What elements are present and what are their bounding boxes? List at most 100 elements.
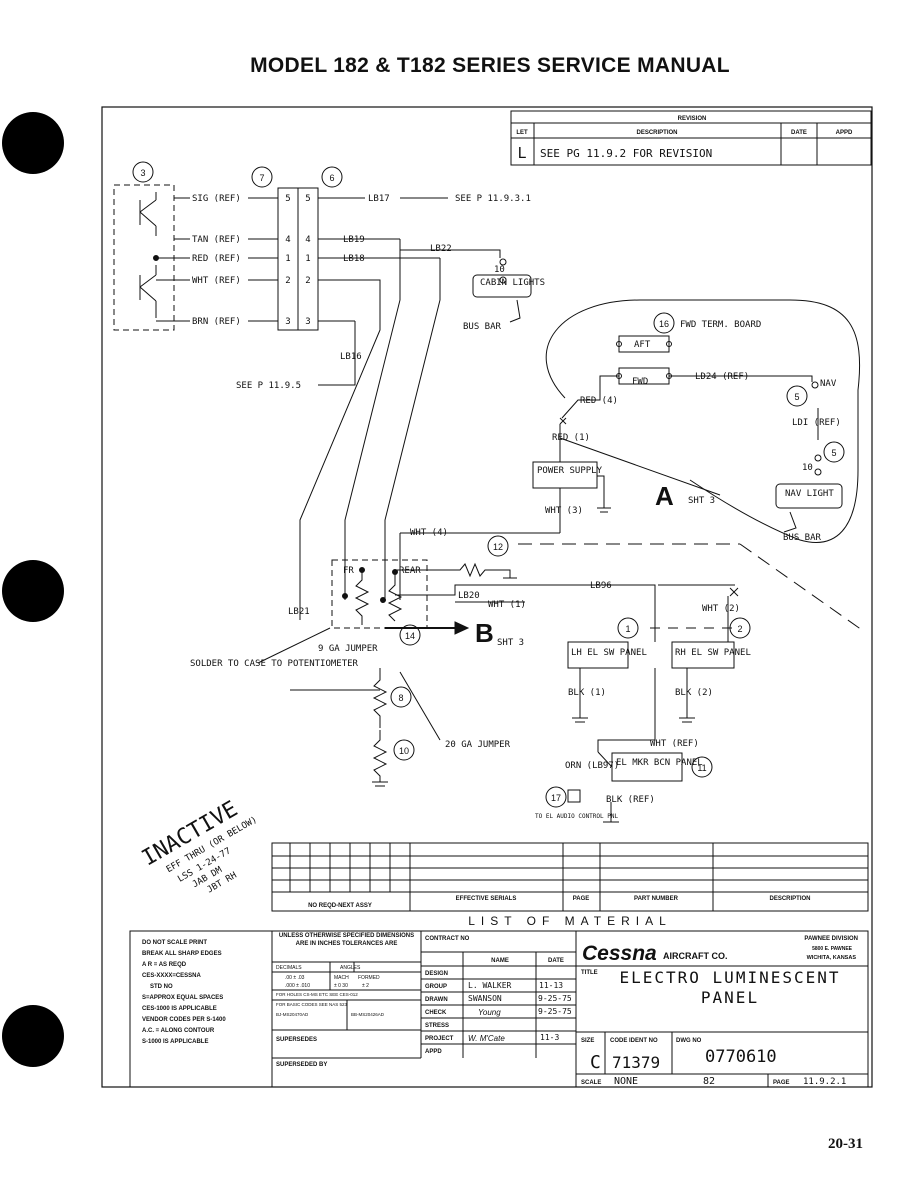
- appr-role-project: PROJECT: [425, 1036, 454, 1042]
- label-lb16: LB16: [340, 352, 362, 362]
- callout-5a: 5: [794, 392, 799, 402]
- lom-col-effective-serials: EFFECTIVE SERIALS: [456, 896, 517, 902]
- division-address: 5800 E. PAWNEE: [812, 946, 853, 952]
- contract-no-label: CONTRACT NO: [425, 936, 470, 942]
- note-1: DO NOT SCALE PRINT: [142, 940, 207, 946]
- tol-d1: .00 ± .03: [285, 975, 305, 981]
- label-wht4: WHT (4): [410, 528, 448, 538]
- size-value: C: [590, 1052, 601, 1073]
- label-bus-bar-2: BUS BAR: [783, 533, 822, 543]
- revision-heading: REVISION: [678, 116, 707, 122]
- pin-1a: 1: [285, 254, 290, 264]
- label-fwd-term-board: FWD TERM. BOARD: [680, 320, 761, 330]
- inactive-stamp: INACTIVE EFF THRU (OR BELOW) LSS 1-24-77…: [138, 797, 259, 896]
- lom-col-no-reqd: NO REQD-NEXT ASSY: [308, 903, 372, 909]
- tol-code1: BJ-MS20470AD: [276, 1012, 309, 1017]
- appr-role-drawn: DRAWN: [425, 997, 448, 1003]
- pin-5b: 5: [305, 194, 310, 204]
- sheet-ref: 82: [703, 1076, 715, 1087]
- lom-col-description: DESCRIPTION: [769, 896, 810, 902]
- pin-3a: 3: [285, 317, 290, 327]
- label-ldi-ref: LDI (REF): [792, 418, 841, 428]
- label-lh-el: LH EL SW PANEL: [571, 648, 647, 658]
- label-lb19: LB19: [343, 235, 365, 245]
- label-wht-ref: WHT (REF): [192, 276, 241, 286]
- callout-2: 2: [737, 624, 742, 634]
- callout-7: 7: [259, 173, 264, 183]
- label-tan-ref: TAN (REF): [192, 235, 241, 245]
- label-red-ref: RED (REF): [192, 254, 241, 264]
- label-cabin-lights: CABIN LIGHTS: [480, 278, 545, 288]
- page-label: PAGE: [773, 1080, 790, 1086]
- callout-17: 17: [551, 793, 561, 803]
- note-5: STD NO: [150, 984, 173, 990]
- lom-col-part-number: PART NUMBER: [634, 896, 679, 902]
- drawing-title: ELECTRO LUMINESCENT PANEL: [619, 968, 841, 1007]
- tol-code2: BB-MS20426AD: [351, 1012, 385, 1017]
- label-sht3-a: SHT 3: [688, 496, 715, 506]
- dwg-no-value: 0770610: [705, 1047, 777, 1067]
- label-aft: AFT: [634, 340, 651, 350]
- label-20ga-jumper: 20 GA JUMPER: [445, 740, 511, 750]
- tol-decimals: DECIMALS: [276, 965, 302, 971]
- label-9ga-jumper: 9 GA JUMPER: [318, 644, 378, 654]
- pin-2b: 2: [305, 276, 310, 286]
- tol-holes: FOR HOLES CS-MS ETC SEE CES-012: [276, 992, 358, 997]
- label-lb96: LB96: [590, 581, 612, 591]
- label-to-el-audio: TO EL AUDIO CONTROL PNL: [535, 813, 618, 820]
- binder-hole-bottom: [2, 1005, 64, 1067]
- scale-label: SCALE: [581, 1080, 601, 1086]
- appr-role-stress: STRESS: [425, 1023, 449, 1029]
- label-wht3: WHT (3): [545, 506, 583, 516]
- callout-3: 3: [140, 168, 145, 178]
- label-rh-el: RH EL SW PANEL: [675, 648, 751, 658]
- appr-date-drawn: 9-25-75: [538, 994, 572, 1003]
- list-of-material: NO REQD-NEXT ASSY EFFECTIVE SERIALS PAGE…: [271, 842, 869, 928]
- rev-col-description: DESCRIPTION: [636, 130, 677, 136]
- callout-14: 14: [405, 631, 415, 641]
- label-see-p1193: SEE P 11.9.3.1: [455, 194, 531, 204]
- callout-b: B: [475, 618, 494, 648]
- note-7: CES-1000 IS APPLICABLE: [142, 1006, 217, 1012]
- note-8: VENDOR CODES PER S-1400: [142, 1017, 226, 1023]
- note-10: S-1000 IS APPLICABLE: [142, 1039, 208, 1045]
- dwg-no-label: DWG NO: [676, 1038, 702, 1044]
- title-label: TITLE: [581, 970, 598, 976]
- note-3: A R = AS REQD: [142, 962, 187, 968]
- page-number: 20-31: [828, 1136, 863, 1152]
- callout-1: 1: [625, 624, 630, 634]
- appr-date-project: 11-3: [540, 1033, 559, 1042]
- appr-date-check: 9-25-75: [538, 1007, 572, 1016]
- pin-4a: 4: [285, 235, 290, 245]
- label-blk2: BLK (2): [675, 688, 713, 698]
- label-nav: NAV: [820, 379, 837, 389]
- callout-6: 6: [329, 173, 334, 183]
- drawing-notes: DO NOT SCALE PRINT BREAK ALL SHARP EDGES…: [142, 940, 226, 1045]
- lom-title: LIST OF MATERIAL: [468, 914, 672, 928]
- scale-value: NONE: [614, 1076, 638, 1087]
- callout-8: 8: [398, 693, 403, 703]
- page-value: 11.9.2.1: [803, 1077, 846, 1087]
- label-lb20: LB20: [458, 591, 480, 601]
- callout-10: 10: [399, 746, 409, 756]
- note-9: A.C. = ALONG CONTOUR: [142, 1028, 215, 1034]
- label-solder-note: SOLDER TO CASE TO POTENTIOMETER: [190, 659, 359, 669]
- label-blk-ref: BLK (REF): [606, 795, 655, 805]
- tol-formed: FORMED: [358, 975, 380, 981]
- appr-name-check: Young: [478, 1008, 501, 1017]
- title-block: DO NOT SCALE PRINT BREAK ALL SHARP EDGES…: [129, 930, 869, 1088]
- appr-role-check: CHECK: [425, 1010, 447, 1016]
- label-brn-ref: BRN (REF): [192, 317, 241, 327]
- label-red1: RED (1): [552, 433, 590, 443]
- supersedes-label: SUPERSEDES: [276, 1037, 317, 1043]
- note-2: BREAK ALL SHARP EDGES: [142, 951, 222, 957]
- label-10: 10: [494, 265, 505, 275]
- label-wht-ref-el: WHT (REF): [650, 739, 699, 749]
- pin-3b: 3: [305, 317, 310, 327]
- label-10-b: 10: [802, 463, 813, 473]
- label-orn: ORN (LB97): [565, 761, 619, 771]
- appr-role-design: DESIGN: [425, 971, 448, 977]
- rev-col-appd: APPD: [836, 130, 853, 136]
- callout-11: 11: [697, 763, 706, 773]
